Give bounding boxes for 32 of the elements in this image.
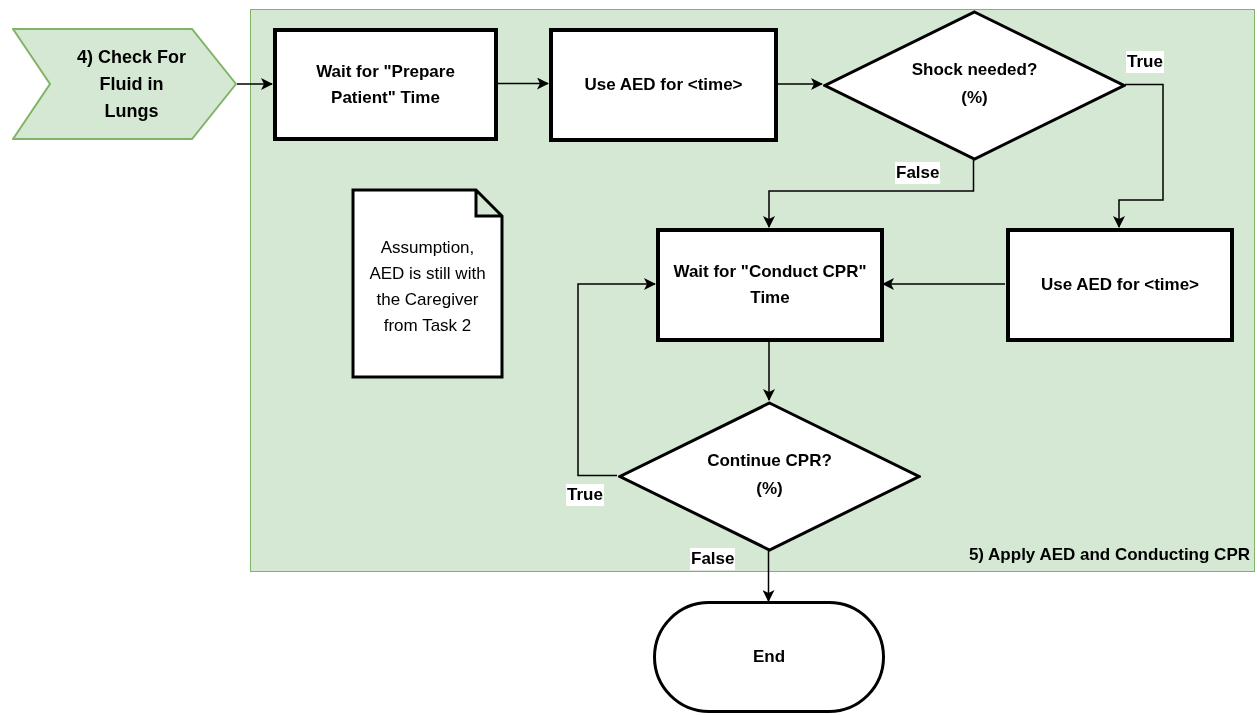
node-text: Assumption, AED is still with the Caregiver from Task 2 — [369, 237, 486, 335]
chevron-shape — [12, 28, 237, 140]
process-box — [656, 228, 884, 342]
arrow — [762, 550, 775, 602]
arrow — [577, 278, 656, 477]
edge-label: False — [690, 548, 736, 570]
node-text: Wait for "Prepare Patient" Time — [316, 61, 455, 107]
arrow — [763, 159, 975, 228]
arrow — [882, 278, 1006, 290]
edge-label: True — [566, 484, 604, 506]
process-box — [549, 28, 778, 142]
node-text: Shock needed? (%) — [911, 59, 1038, 107]
node-text: Continue CPR? (%) — [707, 450, 832, 498]
node-text: Wait for "Conduct CPR" Time — [673, 262, 867, 307]
arrow — [776, 78, 823, 90]
edge-label: False — [895, 162, 941, 184]
node-text: Use AED for <time> — [1040, 275, 1200, 294]
process-box — [1006, 228, 1234, 342]
edge-label: True — [1126, 51, 1164, 73]
arrow — [496, 77, 549, 90]
arrow — [1113, 83, 1164, 228]
arrow — [236, 78, 273, 90]
note-shape — [351, 188, 504, 379]
arrow — [763, 340, 775, 401]
node-text: Use AED for <time> — [584, 75, 743, 94]
process-box — [273, 28, 498, 141]
node-text: 4) Check For Fluid in Lungs — [77, 46, 186, 121]
decision-diamond — [823, 10, 1126, 161]
node-text: 5) Apply AED and Conducting CPR — [968, 544, 1250, 564]
group-container — [250, 9, 1255, 572]
node-text: End — [752, 646, 786, 669]
decision-diamond — [618, 401, 921, 552]
